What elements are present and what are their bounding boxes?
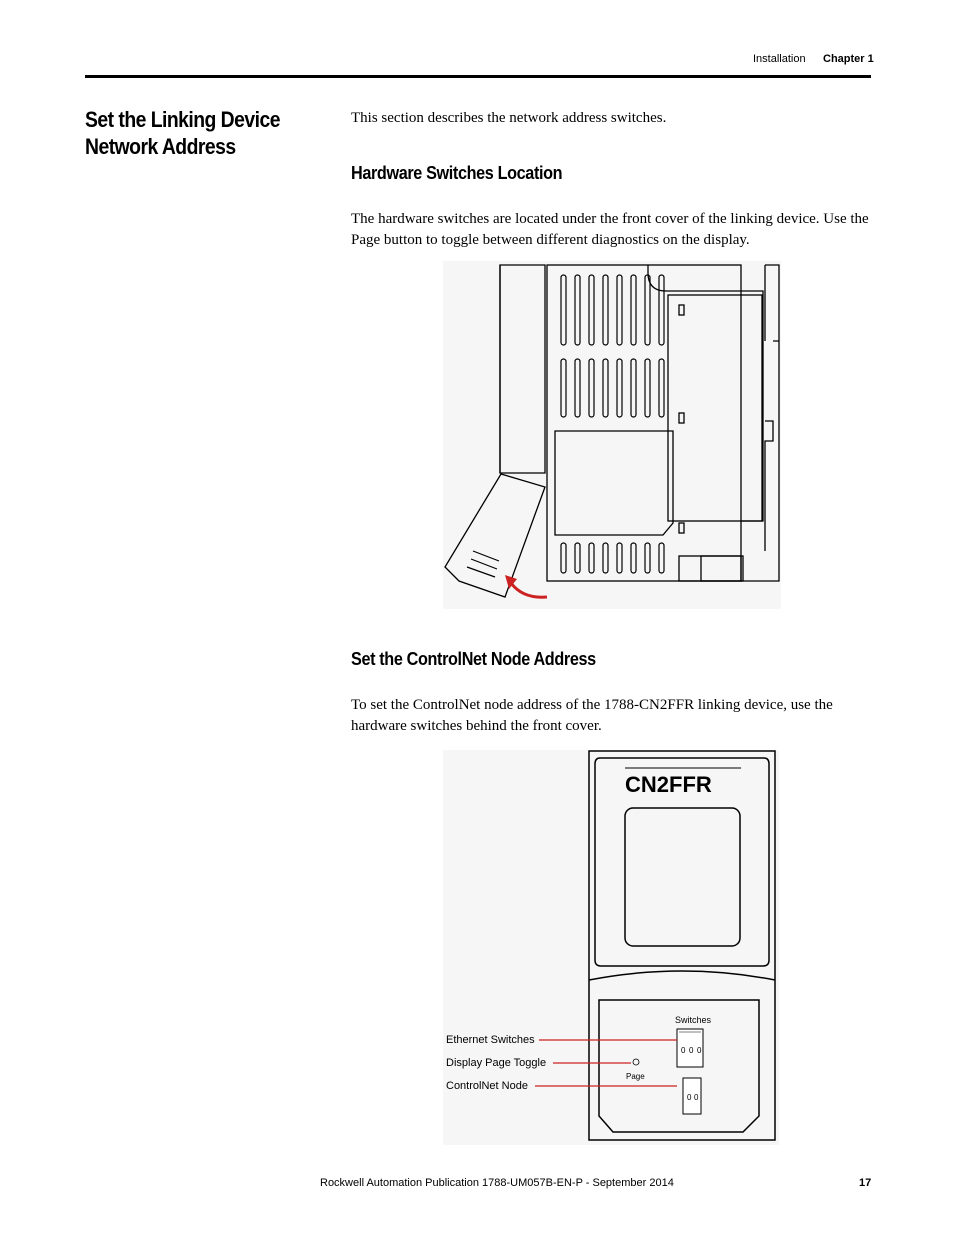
callout-display-page-toggle: Display Page Toggle [446, 1057, 546, 1069]
controlnet-switch-digit-2: 0 [694, 1093, 699, 1102]
subheading-switch-location: Hardware Switches Location [351, 163, 563, 183]
running-header-chapter: Chapter 1 [823, 53, 874, 65]
subheading-controlnet-node: Set the ControlNet Node Address [351, 649, 596, 669]
ethernet-switch-digit-2: 0 [689, 1046, 694, 1055]
device-front-view-figure: CN2FFR Switches 0 0 0 Page 0 0 Ethernet … [443, 750, 779, 1145]
ethernet-switch-digit-1: 0 [681, 1046, 686, 1055]
vent-row-2 [560, 358, 665, 418]
switches-label: Switches [675, 1015, 712, 1025]
callout-controlnet-node: ControlNet Node [446, 1080, 528, 1092]
page-label: Page [626, 1072, 645, 1081]
switch-location-paragraph: The hardware switches are located under … [351, 211, 869, 248]
controlnet-switch-block: 0 0 [682, 1077, 702, 1115]
intro-paragraph: This section describes the network addre… [351, 110, 667, 126]
vent-row-3 [560, 542, 665, 574]
device-model-label: CN2FFR [625, 772, 712, 797]
open-cover-arrow [509, 582, 548, 599]
vent-slots [466, 274, 665, 578]
arrow-head [505, 575, 517, 589]
footer-publication: Rockwell Automation Publication 1788-UM0… [320, 1177, 674, 1189]
device-side-view-figure [443, 261, 781, 609]
header-rule [85, 75, 871, 78]
footer-page-number: 17 [859, 1177, 872, 1189]
vent-row-1 [560, 274, 665, 346]
controlnet-node-paragraph: To set the ControlNet node address of th… [351, 697, 833, 734]
controlnet-switch-digit-1: 0 [687, 1093, 692, 1102]
ethernet-switch-digit-3: 0 [697, 1046, 702, 1055]
callout-ethernet-switches: Ethernet Switches [446, 1034, 535, 1046]
section-title: Set the Linking Device Network Address [85, 107, 280, 159]
ethernet-switch-block: 0 0 0 [676, 1028, 704, 1068]
running-header-section: Installation [753, 53, 806, 65]
page-button-icon [632, 1058, 640, 1066]
